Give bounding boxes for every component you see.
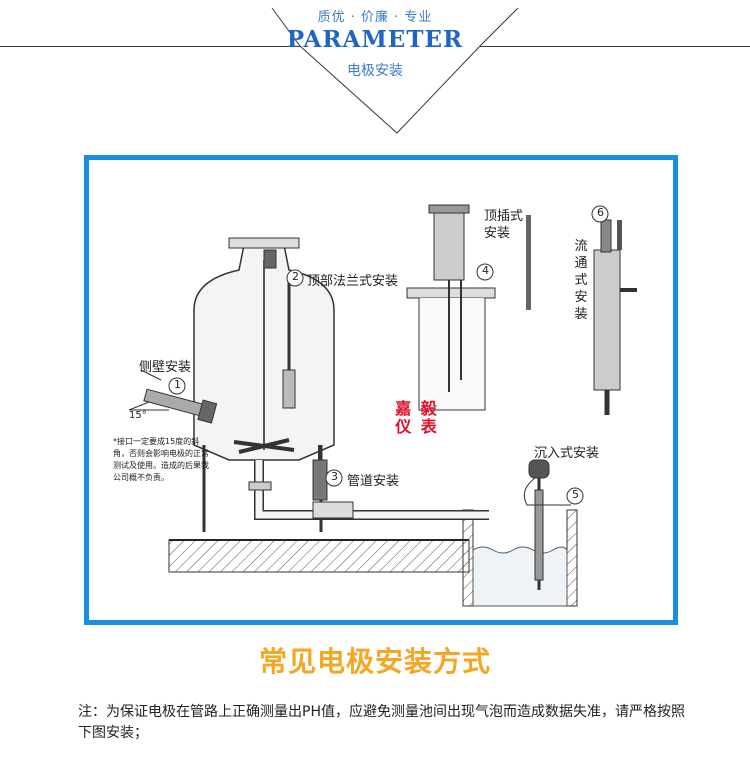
marker-4-label: 4	[482, 264, 489, 277]
header-line-right	[480, 46, 750, 47]
marker-2	[286, 269, 304, 287]
top-insert-electrode	[526, 215, 531, 310]
brand-stamp: 嘉 毅 仪 表	[395, 399, 439, 436]
label-side-wall: 侧壁安装	[139, 360, 192, 375]
header-subtitle: 电极安装	[347, 63, 403, 79]
marker-5	[566, 487, 584, 505]
label-angle: 15°	[129, 410, 147, 421]
marker-6	[591, 205, 609, 223]
marker-1-label: 1	[174, 378, 181, 391]
marker-5-label: 5	[572, 488, 579, 501]
header-chevron	[271, 7, 519, 134]
warning-note: *接口一定要成15度的斜角，否则会影响电极的正常测试及使用。造成的后果我公司概不…	[113, 437, 209, 482]
installation-diagram: 1 2 3 4 5 6 顶部法兰式安装 侧壁安装 管道安装 沉入式安装 15° …	[84, 155, 678, 625]
marker-6-label: 6	[597, 206, 604, 219]
pool-wall-right	[566, 509, 578, 607]
header-tagline: 质优 · 价廉 · 专业	[317, 10, 433, 25]
vessel-top-flange	[228, 237, 300, 249]
label-pipeline: 管道安装	[347, 474, 400, 489]
side-wall-electrode	[143, 388, 218, 424]
label-top-flange: 顶部法兰式安装	[307, 274, 399, 289]
label-submerged: 沉入式安装	[534, 446, 600, 461]
marker-4	[476, 263, 494, 281]
label-flow-through: 流通式安装	[574, 239, 588, 322]
flow-through-cell	[593, 219, 637, 415]
pool-wall-left	[462, 509, 474, 607]
marker-2-label: 2	[292, 270, 299, 283]
diagram-caption: 常见电极安装方式	[258, 645, 491, 678]
marker-3-label: 3	[331, 470, 338, 483]
top-insert-reactor	[406, 204, 496, 411]
header-line-left	[0, 46, 300, 47]
pool-water	[472, 546, 568, 607]
header-title: PARAMETER	[286, 26, 464, 53]
marker-3	[325, 469, 343, 487]
marker-1	[168, 377, 186, 395]
label-top-insert: 顶插式 安装	[484, 209, 524, 241]
ground-slab	[168, 539, 470, 573]
footnote-text: 注：为保证电极在管路上正确测量出PH值，应避免测量池间出现气泡而造成数据失准，请…	[78, 704, 685, 741]
diagram-drawing	[128, 204, 637, 607]
